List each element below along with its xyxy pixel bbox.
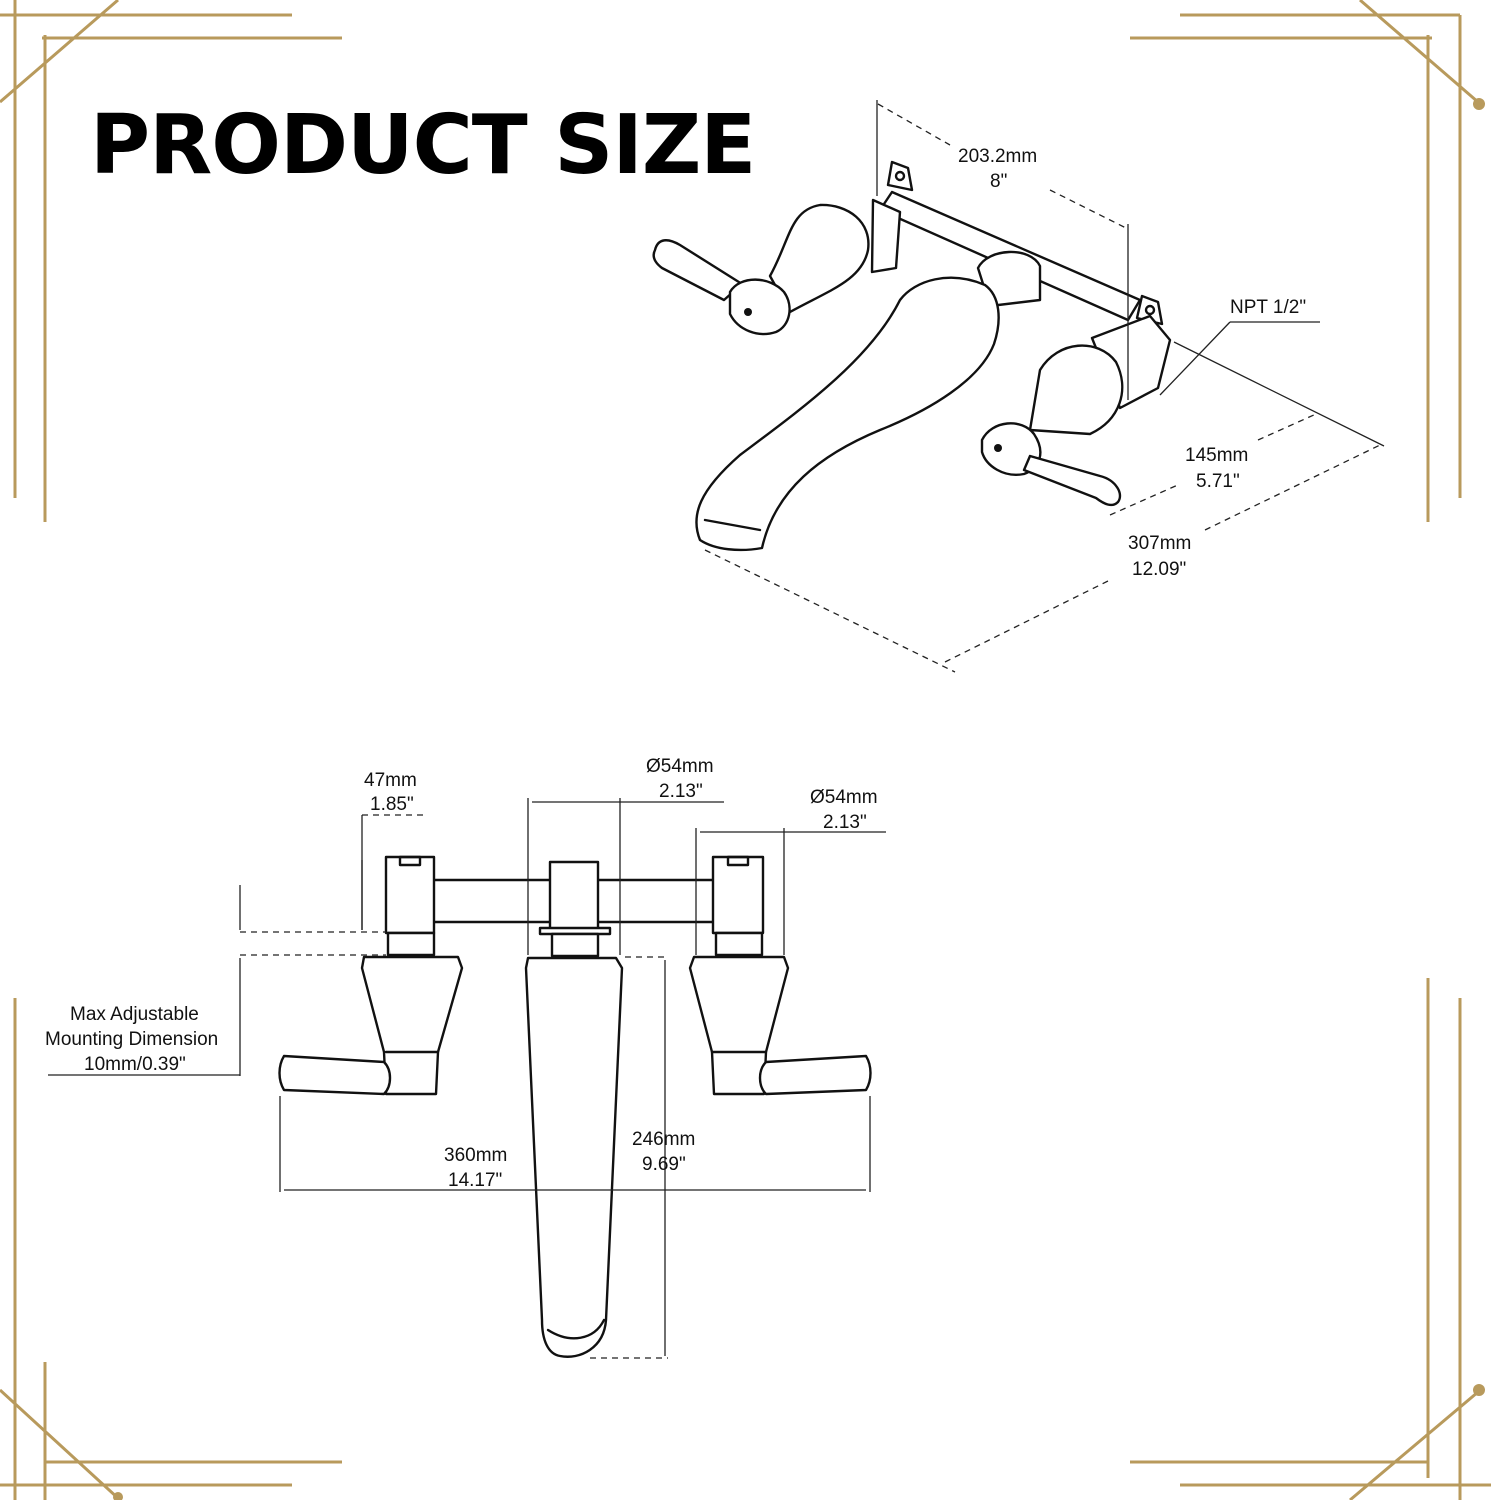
label-overall-width-inch: 14.17" xyxy=(448,1170,502,1191)
page-title: PRODUCT SIZE xyxy=(90,98,756,193)
label-overall-width-mm: 360mm xyxy=(444,1145,507,1166)
label-overall-depth-inch: 12.09" xyxy=(1132,559,1186,580)
label-mounting-line1: Max Adjustable xyxy=(70,1004,199,1025)
iso-dimension-lines xyxy=(704,100,1385,673)
label-mounting-line3: 10mm/0.39" xyxy=(84,1054,186,1075)
label-spout-height-mm: 246mm xyxy=(632,1129,695,1150)
label-handle-height-inch: 1.85" xyxy=(370,794,414,815)
front-view-faucet xyxy=(278,855,872,1358)
label-handle-diameter-mm: Ø54mm xyxy=(810,787,878,808)
label-spout-reach-mm: 145mm xyxy=(1185,445,1248,466)
frame-corner-top-left xyxy=(0,0,342,522)
label-spout-height-inch: 9.69" xyxy=(642,1154,686,1175)
label-overall-depth-mm: 307mm xyxy=(1128,533,1191,554)
label-spout-diameter-mm: Ø54mm xyxy=(646,756,714,777)
isometric-faucet xyxy=(652,160,1172,552)
front-dimension-lines xyxy=(48,798,886,1359)
label-handle-height-mm: 47mm xyxy=(364,770,417,791)
label-mounting-line2: Mounting Dimension xyxy=(45,1029,218,1050)
frame-corner-bottom-left xyxy=(0,998,342,1500)
frame-corner-top-right xyxy=(1130,0,1485,522)
label-iso-width-inch: 8" xyxy=(990,171,1007,192)
label-npt: NPT 1/2" xyxy=(1230,297,1306,318)
frame-corner-bottom-right xyxy=(1130,978,1491,1500)
label-handle-diameter-inch: 2.13" xyxy=(823,812,867,833)
label-spout-reach-inch: 5.71" xyxy=(1196,471,1240,492)
label-spout-diameter-inch: 2.13" xyxy=(659,781,703,802)
label-iso-width-mm: 203.2mm xyxy=(958,146,1037,167)
